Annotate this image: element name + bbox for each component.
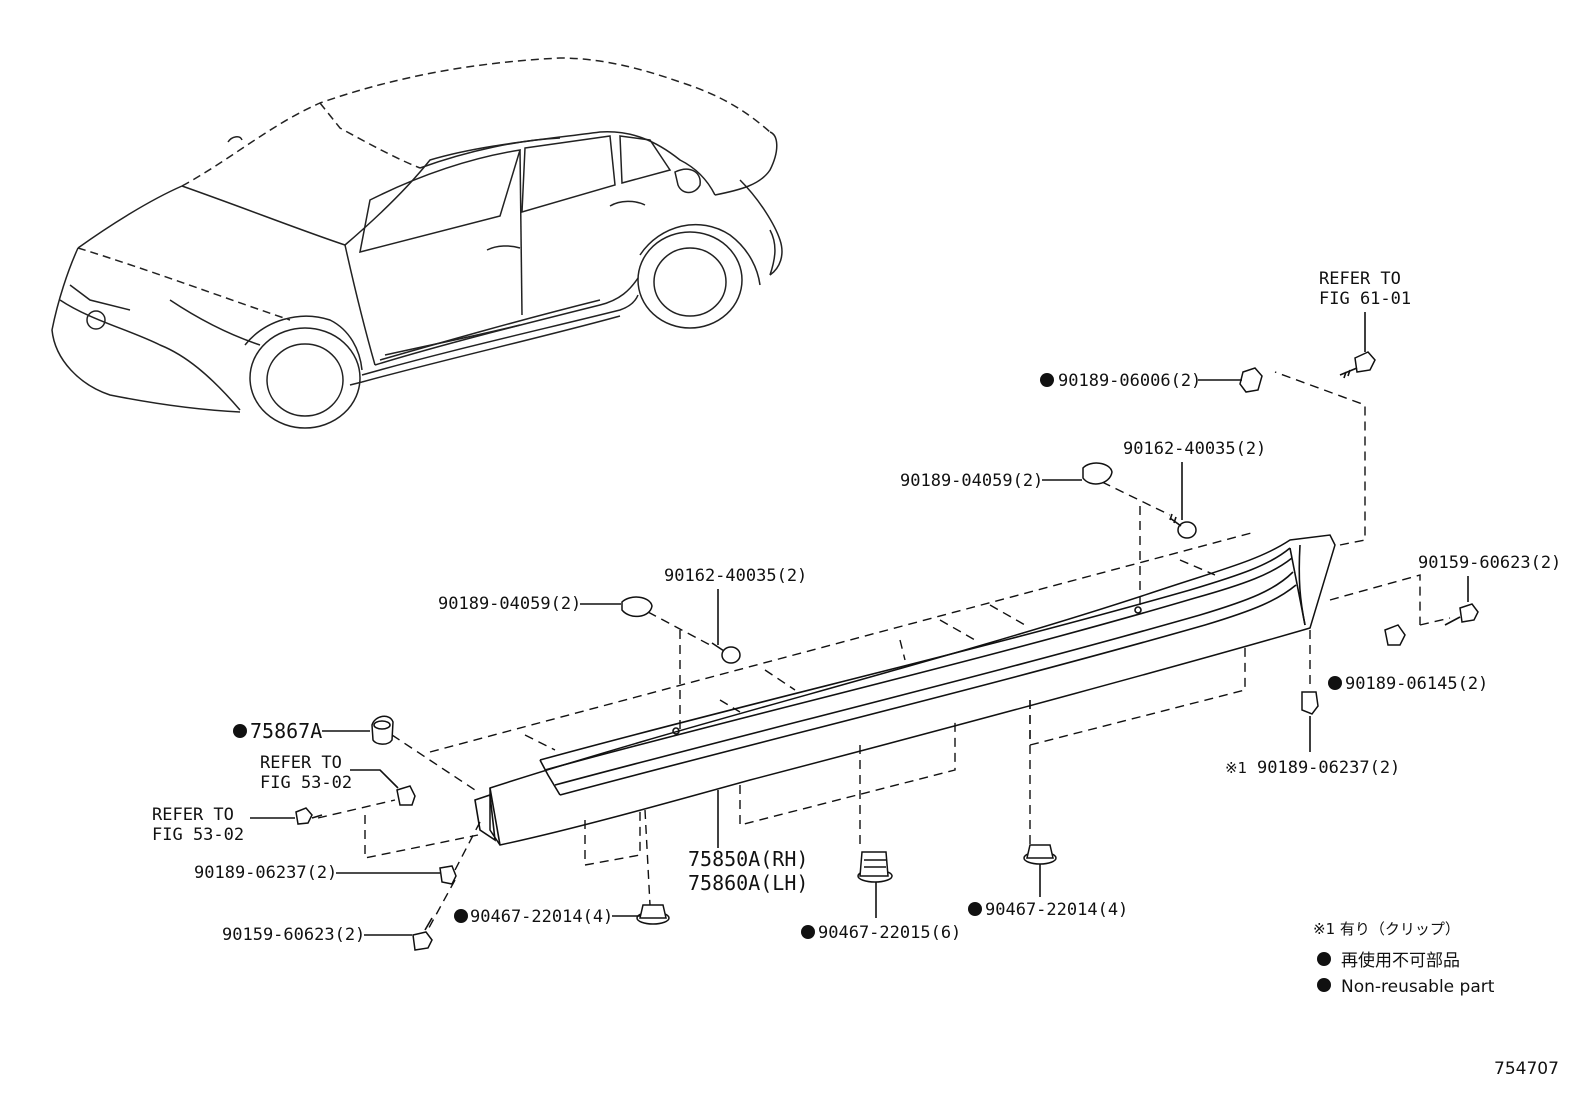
part-90159-60623-right-label: 90159-60623(2) (1418, 553, 1561, 573)
screw-icon (1169, 513, 1197, 539)
side-sill-panel (474, 534, 1336, 846)
grommet-icon (1082, 462, 1113, 485)
non-reusable-marker (454, 909, 468, 923)
non-reusable-marker (1040, 373, 1054, 387)
legend-non-reusable-en: Non-reusable part (1341, 977, 1495, 997)
clip-icon (1239, 367, 1263, 393)
bolt-icon (412, 917, 433, 951)
part-90189-04059-right-label: 90189-04059(2) (900, 471, 1043, 491)
refer-fig-53-02-b-line1: REFER TO (152, 805, 234, 825)
part-75867a-label: 75867A (250, 719, 322, 743)
cap-icon (371, 715, 394, 745)
part-75850a-rh-label: 75850A(RH) (688, 847, 808, 871)
non-reusable-marker (801, 925, 815, 939)
note-1-marker: ※1 (1225, 759, 1247, 777)
refer-fig-53-02-a-line1: REFER TO (260, 753, 342, 773)
car-illustration (51, 57, 783, 429)
clip-icon (439, 865, 457, 885)
part-90189-06145-label: 90189-06145(2) (1345, 674, 1488, 694)
bolt-icon (295, 807, 323, 825)
fasteners (295, 351, 1479, 951)
part-90159-60623-left-label: 90159-60623(2) (222, 925, 365, 945)
bolt-icon (1444, 603, 1479, 626)
legend: ※1 有り（クリップ） 再使用不可部品 Non-reusable part (1313, 920, 1495, 997)
part-90467-22015-label: 90467-22015(6) (818, 923, 961, 943)
legend-non-reusable-jp: 再使用不可部品 (1341, 950, 1460, 971)
grommet-icon (621, 596, 653, 618)
part-90189-06006-label: 90189-06006(2) (1058, 371, 1201, 391)
figure-id: 754707 (1494, 1059, 1559, 1079)
nut-clip-icon (857, 851, 893, 883)
nut-clip-icon (1023, 844, 1057, 865)
part-90467-22014-left-label: 90467-22014(4) (470, 907, 613, 927)
callouts: REFER TO FIG 61-01 90189-06006(2) 90162-… (152, 269, 1561, 945)
bolt-icon (1339, 351, 1376, 379)
refer-fig-61-01-line1: REFER TO (1319, 269, 1401, 289)
non-reusable-marker (1328, 676, 1342, 690)
refer-fig-53-02-b-line2: FIG 53-02 (152, 825, 244, 845)
part-90189-06237-left-label: 90189-06237(2) (194, 863, 337, 883)
legend-note-1: ※1 有り（クリップ） (1313, 920, 1460, 938)
part-90467-22014-right-label: 90467-22014(4) (985, 900, 1128, 920)
legend-bullet-icon (1317, 952, 1331, 966)
non-reusable-marker (233, 724, 247, 738)
part-90162-40035-left-label: 90162-40035(2) (664, 566, 807, 586)
nut-clip-icon (636, 904, 670, 925)
refer-fig-61-01-line2: FIG 61-01 (1319, 289, 1411, 309)
clip-icon (1384, 624, 1406, 646)
refer-fig-53-02-a-line2: FIG 53-02 (260, 773, 352, 793)
non-reusable-marker (968, 902, 982, 916)
part-75860a-lh-label: 75860A(LH) (688, 871, 808, 895)
clip-icon (396, 785, 416, 806)
screw-icon (711, 642, 741, 664)
part-90189-06237-right-label: 90189-06237(2) (1257, 758, 1400, 778)
clip-icon (1301, 691, 1319, 715)
part-90189-04059-left-label: 90189-04059(2) (438, 594, 581, 614)
part-90162-40035-right-label: 90162-40035(2) (1123, 439, 1266, 459)
legend-bullet-icon (1317, 978, 1331, 992)
leader-lines (317, 371, 1451, 936)
